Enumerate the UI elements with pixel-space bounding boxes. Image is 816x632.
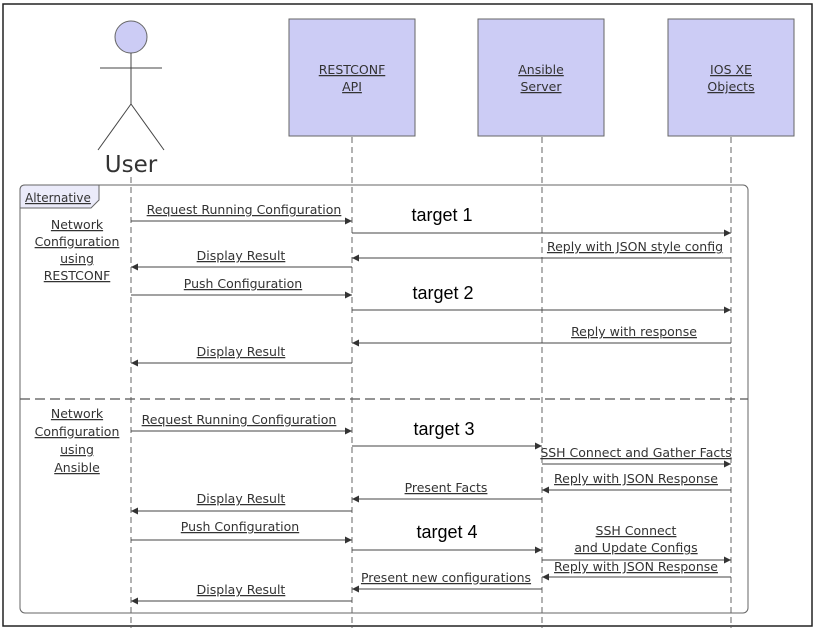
section-restconf-label-line1: Network [51, 217, 104, 232]
section-ansible-label-line2: Configuration [35, 424, 120, 439]
user-actor [97, 20, 165, 151]
msg-s2-display-result-1: Display Result [197, 491, 286, 506]
msg-s1-reply-response: Reply with response [571, 324, 697, 339]
msg-s2-ssh-update-line1: SSH Connect [596, 523, 677, 538]
participant-iosxe-objects [667, 18, 795, 137]
msg-s2-display-result-2: Display Result [197, 582, 286, 597]
section-restconf-arrows [131, 217, 731, 367]
participant-restconf-api [288, 18, 416, 137]
section-restconf-label: Network Configuration using RESTCONF [35, 217, 120, 283]
section-restconf-label-line2: Configuration [35, 234, 120, 249]
participant-restconf-label-line1: RESTCONF [319, 62, 386, 77]
msg-s1-reply-json: Reply with JSON style config [547, 239, 723, 254]
participant-ansible-server [477, 18, 605, 137]
participant-ansible-label-line2: Server [521, 79, 563, 94]
msg-s2-target3: target 3 [413, 419, 474, 439]
msg-s2-reply-json-2: Reply with JSON Response [554, 559, 718, 574]
lifelines [130, 137, 732, 628]
actor-head [114, 20, 148, 54]
section-ansible-label: Network Configuration using Ansible [35, 406, 120, 475]
msg-s2-reply-json-1: Reply with JSON Response [554, 471, 718, 486]
msg-s2-target4: target 4 [416, 522, 477, 542]
msg-s2-present-facts: Present Facts [405, 480, 488, 495]
actor-name: User [105, 152, 158, 178]
section-ansible-label-line1: Network [51, 406, 104, 421]
section-ansible-label-line3: using [60, 442, 94, 457]
section-restconf-label-line3: using [60, 251, 94, 266]
msg-s1-target2: target 2 [412, 283, 473, 303]
participant-iosxe-label-line2: Objects [707, 79, 754, 94]
msg-s2-request-config: Request Running Configuration [142, 412, 337, 427]
actor-left-leg [97, 103, 132, 151]
section-ansible-arrows [131, 427, 731, 605]
msg-s1-display-result-1: Display Result [197, 248, 286, 263]
section-ansible-label-line4: Ansible [54, 460, 100, 475]
alternative-fragment-label: Alternative [25, 191, 91, 205]
outer-frame [2, 3, 813, 627]
msg-s1-push-config: Push Configuration [184, 276, 302, 291]
msg-s2-ssh-gather: SSH Connect and Gather Facts [540, 445, 731, 460]
participant-iosxe-label-line1: IOS XE [710, 62, 752, 77]
alternative-fragment-tab [19, 184, 100, 209]
msg-s2-ssh-update-line2: and Update Configs [574, 540, 697, 555]
msg-s1-display-result-2: Display Result [197, 344, 286, 359]
actor-right-leg [130, 103, 165, 151]
msg-s2-push-config: Push Configuration [181, 519, 299, 534]
msg-s1-request-config: Request Running Configuration [147, 202, 342, 217]
section-restconf-label-line4: RESTCONF [44, 268, 111, 283]
participant-restconf-label-line2: API [342, 79, 362, 94]
participant-ansible-label-line1: Ansible [518, 62, 564, 77]
msg-s2-present-new-config: Present new configurations [361, 570, 531, 585]
msg-s1-target1: target 1 [411, 205, 472, 225]
